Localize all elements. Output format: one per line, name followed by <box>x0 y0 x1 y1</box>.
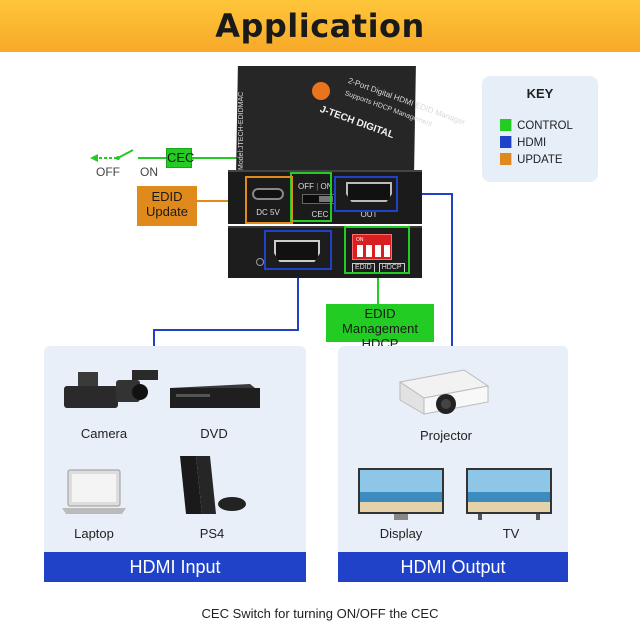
dip-switch-block[interactable]: ON <box>352 234 392 260</box>
mgmt-line1: EDID Management <box>342 306 418 336</box>
cec-switch-labels: OFF | ON <box>298 182 333 191</box>
key-item-hdmi: HDMI <box>500 135 546 149</box>
edid-update-line1: EDID <box>151 189 183 204</box>
hdmi-in-highlight <box>264 230 332 270</box>
switch-on-label: ON <box>140 165 158 179</box>
projector-icon <box>398 369 490 415</box>
device-label-projector: Projector <box>419 428 473 443</box>
cec-callout: CEC <box>166 148 194 168</box>
edid-update-line2: Update <box>146 203 188 219</box>
control-swatch <box>500 119 512 131</box>
caption: CEC Switch for turning ON/OFF the CEC <box>201 606 439 621</box>
cec-on-label: ON <box>320 182 333 191</box>
key-legend: KEY CONTROL HDMI UPDATE <box>482 76 598 182</box>
device-label-ps4: PS4 <box>199 526 225 541</box>
dc-highlight <box>245 176 293 224</box>
hdmi-in-line <box>153 268 299 346</box>
power-icon <box>256 258 264 266</box>
hdmi-out-highlight <box>334 176 398 212</box>
switch-lever <box>117 149 134 159</box>
key-title: KEY <box>526 86 554 101</box>
ps4-icon <box>180 456 246 514</box>
cec-highlight <box>290 172 332 222</box>
hdmi-input-title: HDMI Input <box>44 552 306 582</box>
brand-logo-icon <box>312 82 330 100</box>
device-label-camera: Camera <box>80 426 128 441</box>
hdmi-out-port <box>346 182 392 202</box>
page-title: Application <box>215 7 425 45</box>
device-label-laptop: Laptop <box>74 526 114 541</box>
hdmi-swatch <box>500 136 512 148</box>
device-label-display: Display <box>379 526 423 541</box>
switch-off-label: OFF <box>96 165 120 179</box>
device-label-area: 2-Port Digital HDMI EDID Manager Support… <box>300 68 467 168</box>
dvd-player-icon <box>170 384 260 408</box>
out-label: OUT <box>360 210 378 219</box>
display-icon <box>358 468 444 520</box>
device-label-tv: TV <box>502 526 520 541</box>
laptop-icon <box>62 469 126 514</box>
device-front-upper: DC 5V OFF | ON CEC OUT <box>228 170 422 224</box>
management-callout: EDID Management HDCP Management <box>326 304 434 366</box>
dc-port <box>252 188 284 200</box>
cec-off-label: OFF <box>298 182 314 191</box>
header-banner: Application <box>0 0 640 52</box>
dip-on-label: ON <box>356 237 364 243</box>
key-label-hdmi: HDMI <box>517 135 547 149</box>
dip-highlight <box>344 226 410 274</box>
device-model: Model:JTECH-EDIDMAC <box>238 91 245 170</box>
camera-icon <box>64 370 158 408</box>
device-label-dvd: DVD <box>200 426 228 441</box>
update-swatch <box>500 153 512 165</box>
dc-label: DC 5V <box>256 208 280 217</box>
tv-icon <box>466 468 552 520</box>
key-label-control: CONTROL <box>517 118 573 132</box>
key-label-update: UPDATE <box>517 152 563 166</box>
switch-arrow-icon <box>90 154 98 162</box>
edid-update-callout: EDID Update <box>137 186 197 226</box>
key-item-update: UPDATE <box>500 152 563 166</box>
key-item-control: CONTROL <box>500 118 573 132</box>
hdmi-output-title: HDMI Output <box>338 552 568 582</box>
hdmi-in-port <box>274 240 320 262</box>
cec-label: CEC <box>311 210 329 219</box>
